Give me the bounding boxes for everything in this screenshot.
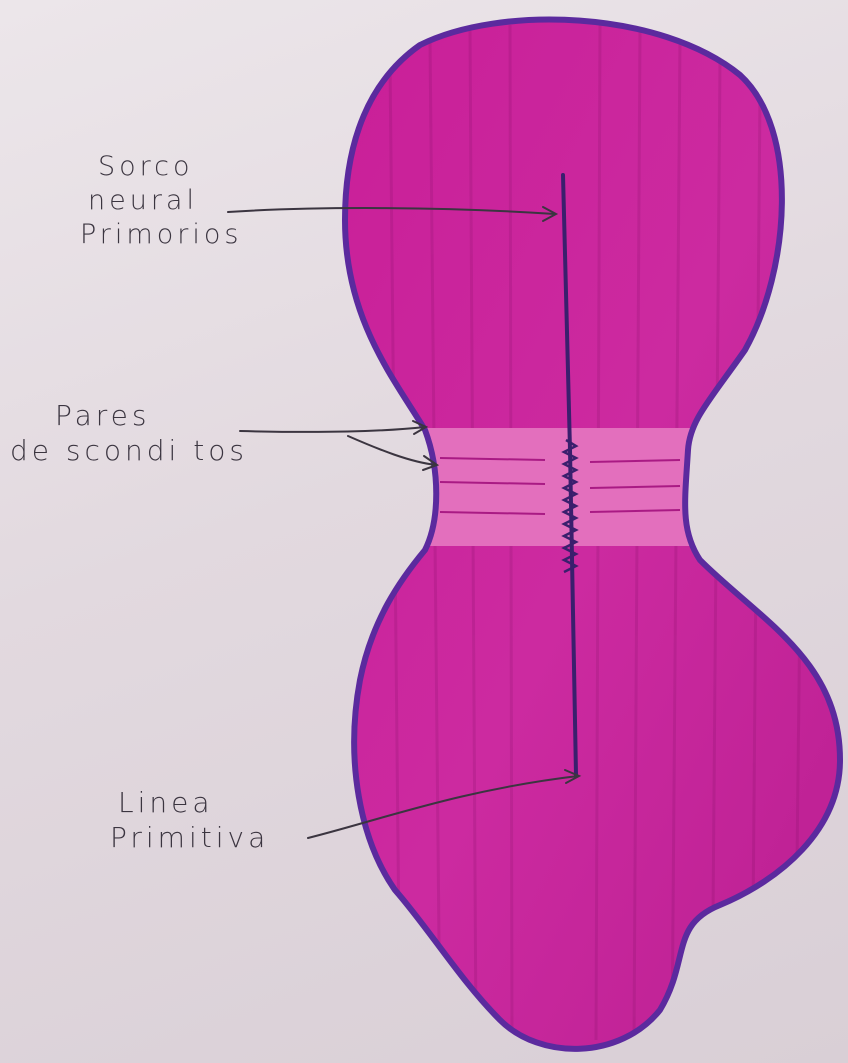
arrowhead-surco	[542, 206, 559, 222]
somite-zigzag	[561, 438, 579, 574]
label-primitive-streak-line-1: Linea	[118, 786, 214, 819]
arrowhead-pares-2	[422, 455, 440, 471]
label-somite-pairs-line-2: de scondi tos	[10, 434, 248, 467]
arrow-linea	[307, 775, 579, 839]
label-neural-groove-line-3: Primorios	[80, 218, 243, 250]
label-neural-groove-line-1: Sorco	[98, 151, 194, 182]
arrowhead-pares-1	[412, 420, 429, 435]
leader-lines	[227, 206, 582, 839]
somite-band	[345, 428, 840, 546]
label-somite-pairs-line-1: Pares	[55, 399, 151, 432]
arrow-surco	[227, 207, 556, 215]
label-primitive-streak-line-2: Primitiva	[110, 821, 270, 854]
label-primitive-streak: Linea Primitiva	[110, 785, 269, 855]
arrowhead-linea	[564, 769, 582, 784]
arrow-pares-1	[239, 426, 426, 433]
label-neural-groove: Sorco neural Primorios	[80, 150, 242, 251]
embryo-outline	[342, 16, 843, 1052]
arrow-pares-2	[347, 435, 437, 466]
somite-lines	[439, 457, 681, 515]
label-somite-pairs: Pares de scondi tos	[10, 398, 248, 468]
label-neural-groove-line-2: neural	[88, 184, 198, 216]
